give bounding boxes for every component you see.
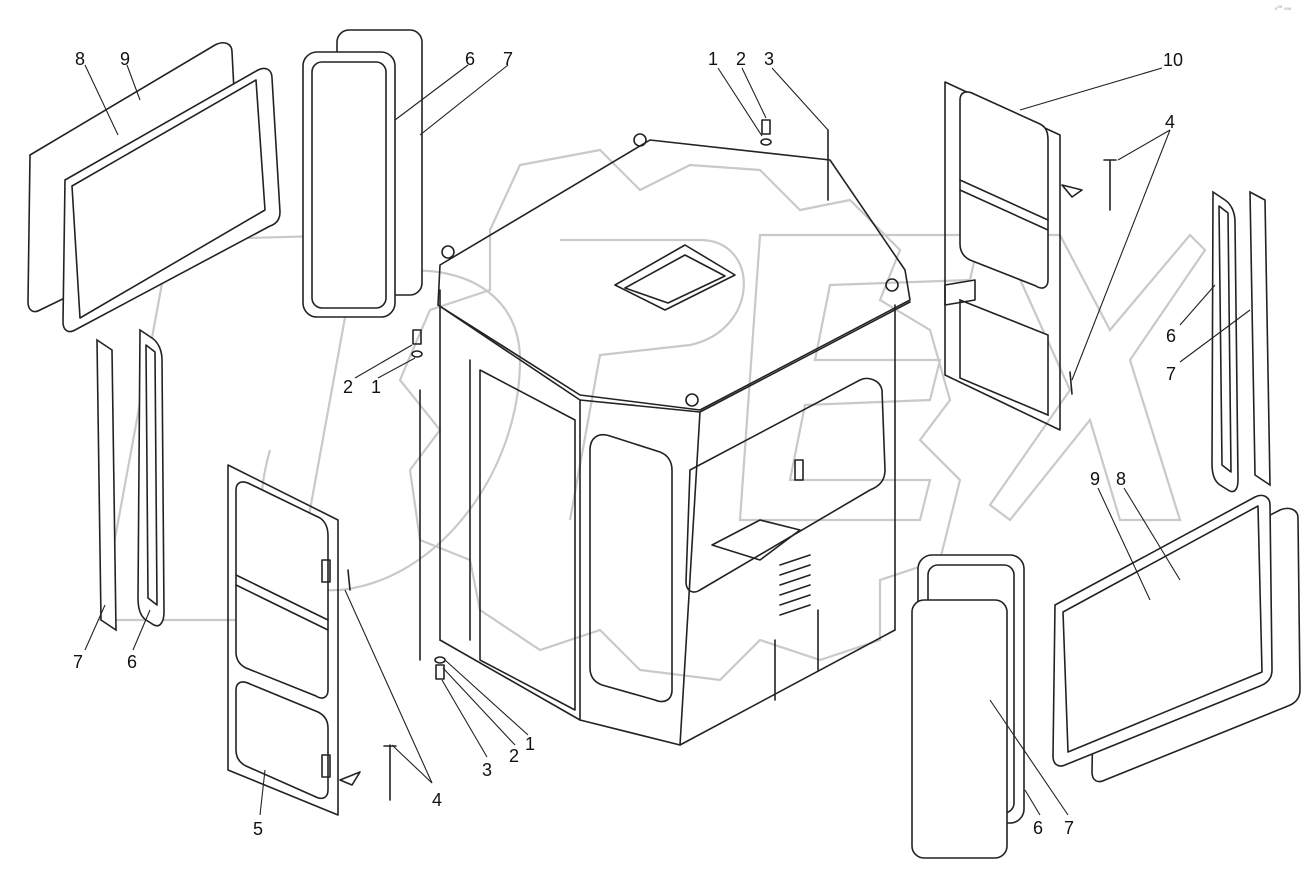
callout-labels: 8 9 6 7 1 2 3 10 4 2 1 6 7 9 8 7 6 4 5 3… (73, 49, 1183, 839)
callout-6-bottom: 6 (1033, 818, 1043, 838)
callout-1-top-right: 1 (708, 49, 718, 69)
callout-2-bottom: 2 (509, 746, 519, 766)
left-side-window-assembly (96, 328, 165, 632)
leader-lines (84, 64, 1251, 816)
callout-7-left: 7 (73, 652, 83, 672)
callout-9-top-left: 9 (120, 49, 130, 69)
fasteners (411, 119, 804, 680)
callout-6-top-middle: 6 (465, 49, 475, 69)
right-side-window-assembly (1211, 190, 1271, 493)
callout-6-left: 6 (127, 652, 137, 672)
callout-1-bottom: 1 (525, 734, 535, 754)
callout-6-right: 6 (1166, 326, 1176, 346)
top-middle-window-assembly (302, 29, 423, 318)
callout-7-right: 7 (1166, 364, 1176, 384)
cab-body (419, 129, 911, 746)
callout-1-mid-left: 1 (371, 377, 381, 397)
corner-mark: ₀⁰⁰ ₀₀₀ (1275, 5, 1292, 12)
right-door-assembly (944, 81, 1117, 431)
callout-5: 5 (253, 819, 263, 839)
gear-watermark-icon (98, 148, 1207, 682)
callout-3-bottom: 3 (482, 760, 492, 780)
bottom-right-window-assembly (1052, 494, 1301, 783)
callout-8-top-left: 8 (75, 49, 85, 69)
callout-8-bottom-right: 8 (1116, 469, 1126, 489)
bottom-middle-window-assembly (911, 554, 1025, 859)
callout-10: 10 (1163, 50, 1183, 70)
callout-9-bottom-right: 9 (1090, 469, 1100, 489)
left-door-assembly (227, 464, 397, 816)
callout-2-top-right: 2 (736, 49, 746, 69)
top-left-window-assembly (27, 42, 281, 333)
callout-3-top-right: 3 (764, 49, 774, 69)
callout-7-bottom: 7 (1064, 818, 1074, 838)
callout-4-left: 4 (432, 790, 442, 810)
callout-2-mid-left: 2 (343, 377, 353, 397)
callout-7-top-middle: 7 (503, 49, 513, 69)
callout-4-right: 4 (1165, 112, 1175, 132)
